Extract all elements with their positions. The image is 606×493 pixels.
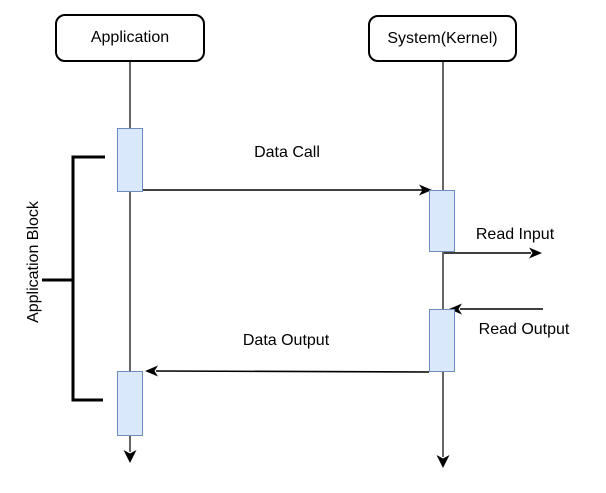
actor-application: Application: [55, 14, 205, 62]
message-arrowhead-data-call-icon: [419, 184, 432, 196]
message-label-read-input: Read Input: [475, 226, 555, 243]
activation-application-1: [117, 128, 143, 192]
activation-system-2: [429, 309, 455, 372]
message-line-data-output: [155, 370, 430, 373]
message-arrowhead-read-output-icon: [449, 303, 462, 315]
activation-system-1: [429, 190, 455, 252]
activation-application-2: [117, 371, 143, 436]
actor-system-label: System(Kernel): [387, 29, 498, 47]
lifeline-system-arrowhead-icon: [436, 455, 450, 468]
actor-application-label: Application: [90, 29, 170, 46]
message-label-read-output: Read Output: [478, 321, 570, 338]
application-block-label: Application Block: [25, 201, 42, 323]
message-label-data-output: Data Output: [242, 332, 330, 349]
actor-system: System(Kernel): [368, 15, 517, 62]
application-block-bracket: [71, 155, 105, 402]
lifeline-application-arrowhead-icon: [123, 450, 137, 463]
message-label-data-call: Data Call: [254, 144, 320, 161]
message-arrowhead-read-input-icon: [529, 247, 542, 259]
message-arrowhead-data-output-icon: [145, 365, 158, 377]
